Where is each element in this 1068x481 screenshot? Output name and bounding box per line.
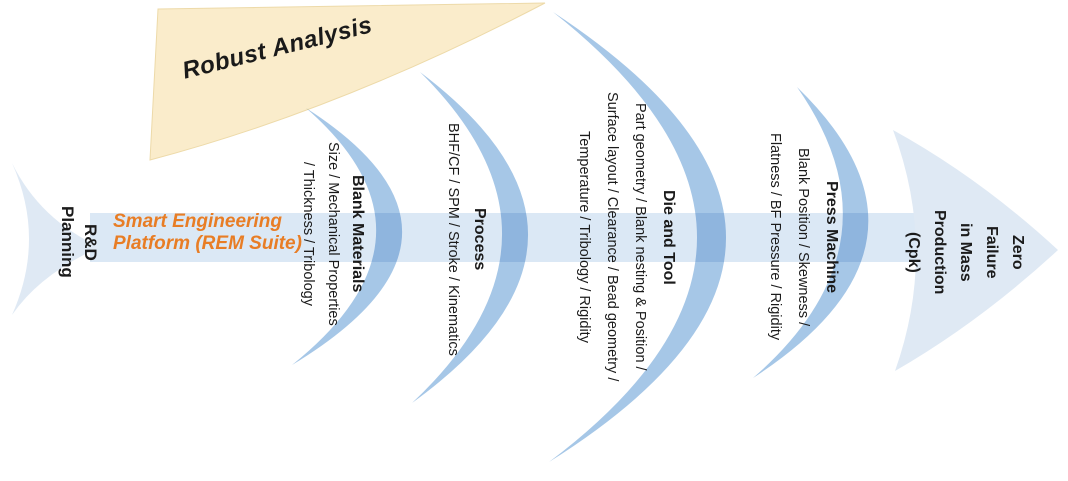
tail-label: R&D Planning — [52, 184, 102, 300]
arrowhead-shape — [893, 130, 1058, 371]
section-attributes-line: Blank Position / Skewness / — [795, 147, 811, 327]
crescent-press-machine — [753, 87, 869, 378]
outcome-line: Zero — [1009, 234, 1026, 270]
spine-label: Smart Engineering Platform (REM Suite) — [113, 211, 302, 255]
crescent-blank-materials — [292, 108, 403, 365]
tail-shape — [12, 163, 100, 315]
outcome-line: in Mass — [957, 222, 974, 282]
section-label-process: Process BHF/CF / SPM / Stroke / Kinemati… — [435, 72, 493, 406]
section-label-die-and-tool: Die and Tool Part geometry / Blank nesti… — [564, 6, 682, 468]
section-attributes-line: Flatness / BF Pressure / Rigidity — [767, 133, 783, 341]
section-title: Die and Tool — [660, 189, 677, 285]
outcome-line: Failure — [983, 225, 1000, 279]
section-title: Press Machine — [823, 180, 840, 294]
section-title: Blank Materials — [349, 175, 366, 293]
robust-analysis-shape — [149, 2, 546, 161]
section-attributes-line: BHF/CF / SPM / Stroke / Kinematics — [445, 122, 461, 356]
crescent-die-and-tool — [549, 12, 727, 462]
tail-label-line: R&D — [81, 223, 100, 261]
tail-label-line: Planning — [58, 206, 77, 278]
section-title: Process — [471, 207, 488, 271]
section-attributes-line: / Thickness / Tribology — [300, 162, 316, 306]
outcome-line: (Cpk) — [905, 231, 922, 273]
section-label-press-machine: Press Machine Blank Position / Skewness … — [759, 86, 845, 388]
outcome-line: Production — [931, 209, 948, 295]
crescent-process — [412, 72, 529, 403]
section-label-blank-materials: Blank Materials Size / Mechanical Proper… — [292, 102, 370, 366]
section-attributes-line: Size / Mechanical Properties — [325, 142, 341, 326]
spine-label-line: Platform (REM Suite) — [113, 233, 302, 254]
section-attributes-line: Temperature / Tribology / Rigidity — [576, 131, 592, 343]
section-attributes-line: Surface layout / Clearance / Bead geomet… — [604, 92, 620, 382]
outcome-label: Zero Failure in Mass Production (Cpk) — [897, 135, 1030, 369]
section-attributes-line: Part geometry / Blank nesting & Position… — [632, 103, 648, 371]
spine-label-line: Smart Engineering — [113, 211, 282, 232]
